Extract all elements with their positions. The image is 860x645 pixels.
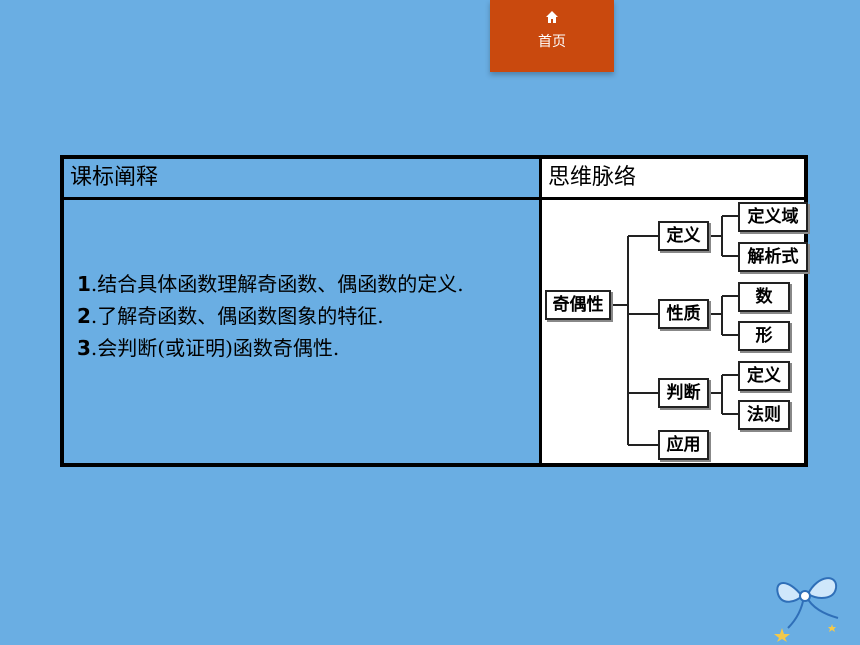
home-icon <box>546 11 558 23</box>
mindmap-root: 奇偶性 <box>545 290 611 320</box>
header-curriculum: 课标阐释 <box>64 159 539 197</box>
mindmap-branch-definition: 定义 <box>658 221 709 251</box>
header-mindmap: 思维脉络 <box>542 159 804 197</box>
objective-text: .会判断(或证明)函数奇偶性. <box>90 336 340 360</box>
mindmap-leaf-number: 数 <box>738 282 790 312</box>
mindmap-cell: 奇偶性 定义 性质 判断 应用 定义域 解析式 数 形 定义 法则 <box>542 200 808 463</box>
mindmap-leaf-shape: 形 <box>738 321 790 351</box>
home-button[interactable]: 首页 <box>490 0 614 72</box>
mindmap-branch-judgement: 判断 <box>658 378 709 408</box>
objective-text: .结合具体函数理解奇函数、偶函数的定义. <box>90 272 464 296</box>
ribbon-bow-decoration <box>774 577 839 642</box>
objective-number: 1 <box>77 272 91 296</box>
mindmap-leaf-definition: 定义 <box>738 361 790 391</box>
home-label: 首页 <box>538 34 566 50</box>
mindmap-leaf-rule: 法则 <box>738 400 790 430</box>
objective-list: 1.结合具体函数理解奇函数、偶函数的定义. 2.了解奇函数、偶函数图象的特征. … <box>77 268 532 364</box>
objective-item-2: 2.了解奇函数、偶函数图象的特征. <box>77 300 532 332</box>
header-divider <box>64 197 804 200</box>
curriculum-cell: 1.结合具体函数理解奇函数、偶函数的定义. 2.了解奇函数、偶函数图象的特征. … <box>64 200 539 463</box>
mindmap-branch-application: 应用 <box>658 430 709 460</box>
objective-item-1: 1.结合具体函数理解奇函数、偶函数的定义. <box>77 268 532 300</box>
column-divider <box>539 159 542 463</box>
objective-number: 3 <box>77 336 91 360</box>
objective-item-3: 3.会判断(或证明)函数奇偶性. <box>77 332 532 364</box>
mindmap-branch-property: 性质 <box>658 299 709 329</box>
mindmap-connectors <box>610 215 738 446</box>
objective-text: .了解奇函数、偶函数图象的特征. <box>90 304 384 328</box>
content-table: 课标阐释 思维脉络 1.结合具体函数理解奇函数、偶函数的定义. 2.了解奇函数、… <box>60 155 808 467</box>
objective-number: 2 <box>77 304 91 328</box>
mindmap-leaf-domain: 定义域 <box>738 202 808 232</box>
mindmap-leaf-expression: 解析式 <box>738 242 808 272</box>
